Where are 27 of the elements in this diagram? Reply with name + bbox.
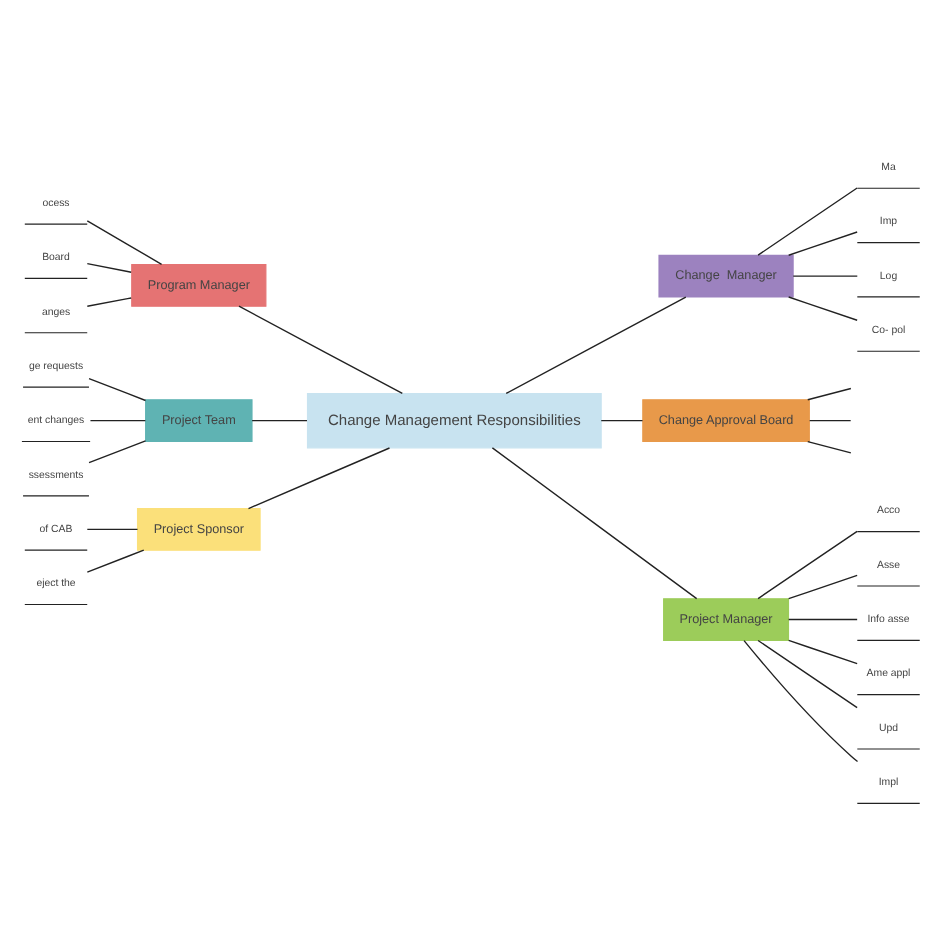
connector [86, 548, 145, 572]
connector [88, 376, 147, 401]
connector [238, 304, 403, 394]
connector [807, 386, 852, 400]
connector [808, 418, 852, 421]
connector [89, 418, 147, 421]
connector [251, 418, 308, 421]
connector [757, 186, 858, 255]
connector [86, 527, 139, 530]
connector [505, 295, 687, 394]
connector [491, 446, 698, 599]
connector [86, 261, 132, 272]
connector [807, 439, 852, 453]
connector [88, 439, 147, 463]
connector [787, 230, 858, 255]
connector [247, 446, 391, 509]
connector [792, 274, 858, 276]
connector [86, 219, 163, 264]
connector [787, 573, 858, 599]
connector [787, 295, 858, 320]
connector [757, 529, 858, 599]
connector [787, 617, 858, 620]
connector [86, 296, 132, 306]
connector [600, 418, 644, 421]
connector [757, 638, 858, 708]
connector [743, 638, 859, 762]
connector [787, 638, 858, 664]
